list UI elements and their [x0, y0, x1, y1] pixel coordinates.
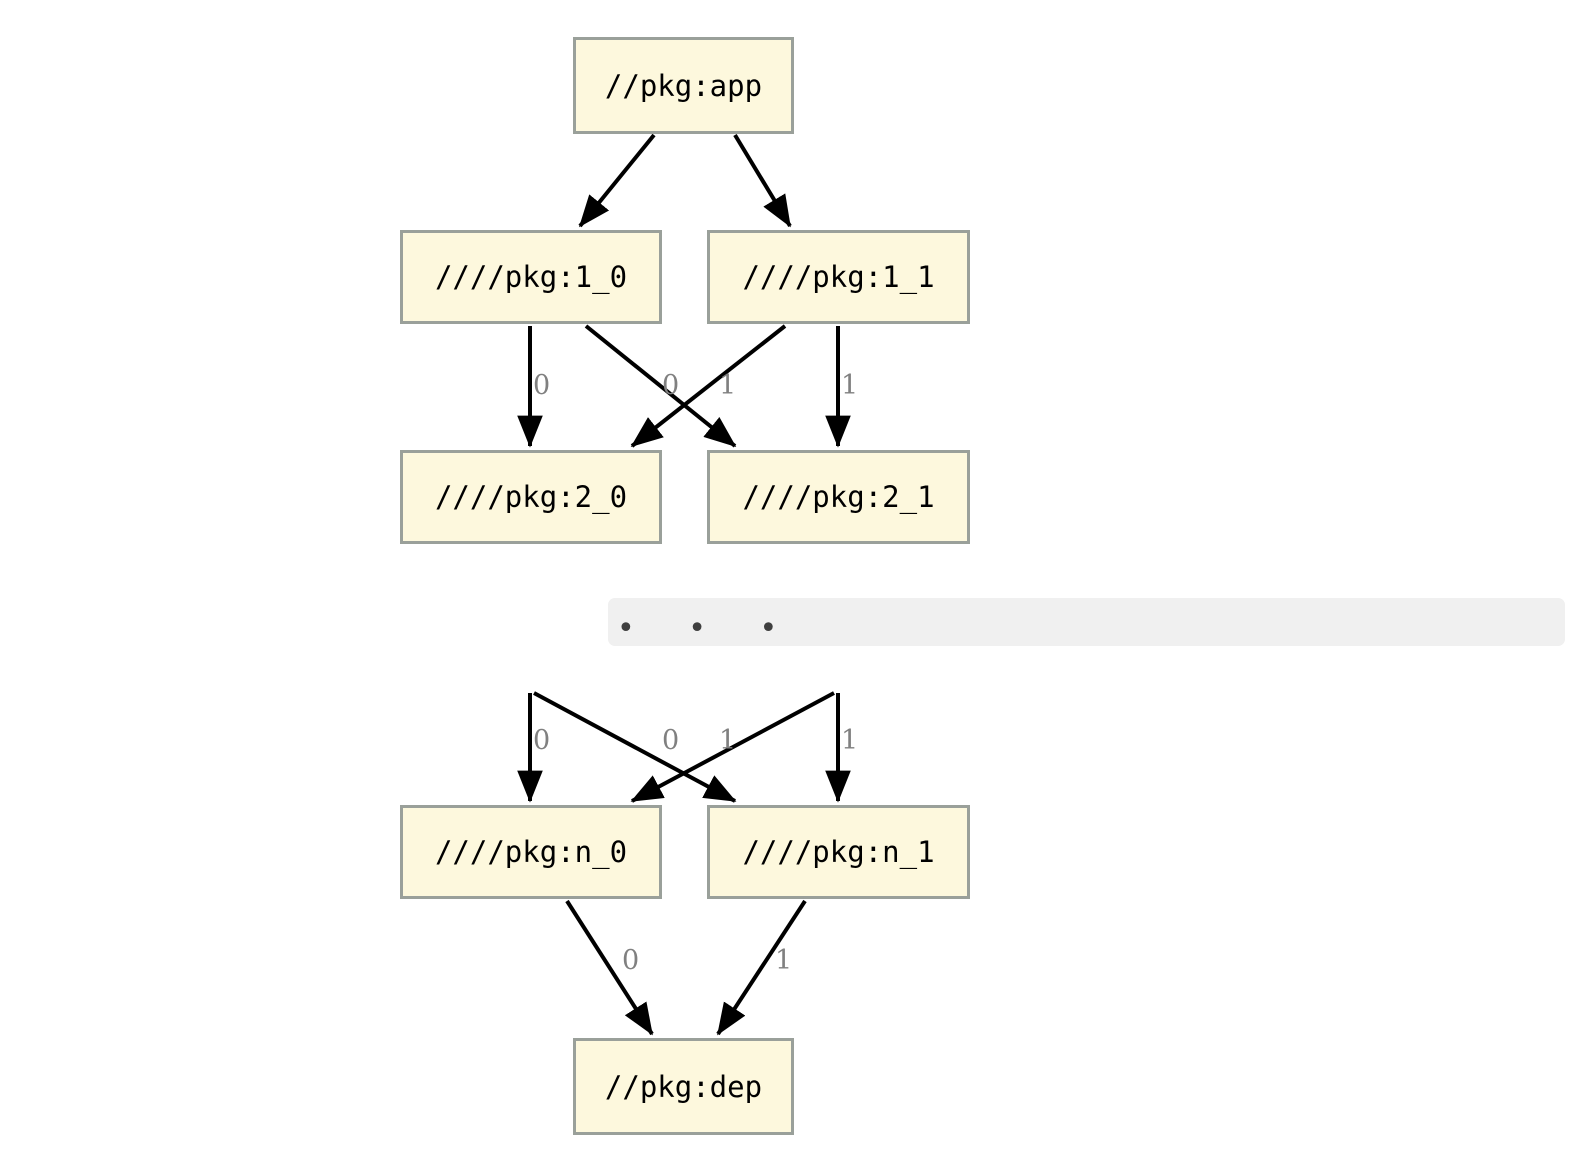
node-app[interactable]: //pkg:app	[573, 37, 794, 134]
node-label: //pkg:app	[604, 68, 763, 103]
node-label: ////pkg:n_1	[742, 835, 935, 869]
ellipsis-dots: • • •	[617, 611, 800, 646]
edge-label: 0	[533, 725, 551, 756]
edge-line	[578, 133, 656, 228]
node-nn_0[interactable]: ////pkg:n_0	[400, 805, 662, 899]
node-label: ////pkg:2_0	[434, 480, 628, 514]
node-dep[interactable]: //pkg:dep	[573, 1038, 794, 1135]
node-label: ////pkg:n_0	[434, 835, 628, 869]
edge-label: 0	[622, 945, 640, 976]
node-label: ////pkg:1_1	[742, 260, 935, 294]
node-n1_1[interactable]: ////pkg:1_1	[707, 230, 970, 324]
node-n1_0[interactable]: ////pkg:1_0	[400, 230, 662, 324]
edge-label: 0	[662, 370, 680, 401]
edge-line	[584, 324, 737, 448]
edge-label: 1	[841, 370, 859, 401]
edge-label: 1	[719, 370, 737, 401]
node-n2_0[interactable]: ////pkg:2_0	[400, 450, 662, 544]
node-label: //pkg:dep	[604, 1069, 763, 1104]
edge-label: 1	[775, 945, 793, 976]
edge-line	[733, 133, 792, 228]
edge-label: 0	[533, 370, 551, 401]
node-label: ////pkg:1_0	[434, 260, 628, 294]
ellipsis-separator: • • •	[608, 598, 1565, 646]
node-n2_1[interactable]: ////pkg:2_1	[707, 450, 970, 544]
edge-label: 1	[841, 725, 859, 756]
node-nn_1[interactable]: ////pkg:n_1	[707, 805, 970, 899]
edge-line	[630, 324, 787, 448]
edge-label: 0	[662, 725, 680, 756]
edge-line	[533, 691, 737, 803]
edge-line	[565, 899, 654, 1036]
node-label: ////pkg:2_1	[742, 480, 935, 514]
edge-label: 1	[719, 725, 737, 756]
